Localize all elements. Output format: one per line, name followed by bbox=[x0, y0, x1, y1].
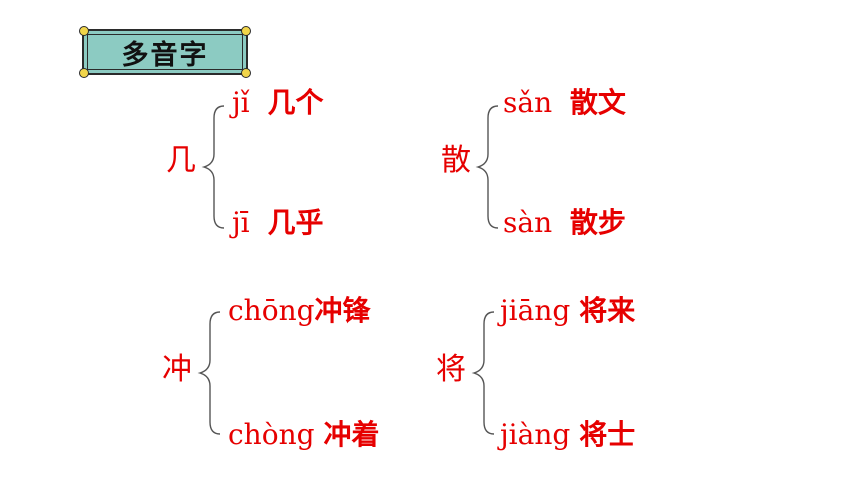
reading-entry: sǎn 散文 bbox=[503, 88, 626, 118]
example-word: 冲着 bbox=[323, 418, 380, 451]
polyphone-char: 几 bbox=[166, 143, 196, 178]
reading-entry: jiàng 将士 bbox=[500, 420, 635, 450]
brace-icon bbox=[471, 311, 495, 435]
reading-entry: jǐ 几个 bbox=[232, 88, 323, 118]
reading-entry: chòng 冲着 bbox=[228, 420, 379, 450]
example-word: 几乎 bbox=[267, 206, 324, 239]
example-word: 将士 bbox=[579, 418, 636, 451]
polyphone-char: 散 bbox=[441, 143, 471, 178]
pinyin-text: chōng bbox=[228, 294, 315, 327]
corner-dot-icon bbox=[241, 26, 251, 36]
example-word: 将来 bbox=[579, 294, 636, 327]
pinyin-text: sǎn bbox=[503, 86, 553, 119]
corner-dot-icon bbox=[79, 68, 89, 78]
brace-icon bbox=[201, 105, 225, 229]
pinyin-text: jǐ bbox=[232, 86, 250, 119]
pinyin-text: jiāng bbox=[500, 294, 571, 327]
reading-entry: jiāng 将来 bbox=[500, 296, 635, 326]
example-word: 冲锋 bbox=[314, 294, 371, 327]
page-title: 多音字 bbox=[121, 39, 209, 71]
reading-entry: jī 几乎 bbox=[232, 208, 323, 238]
corner-dot-icon bbox=[79, 26, 89, 36]
example-word: 几个 bbox=[267, 86, 324, 119]
brace-icon bbox=[475, 105, 499, 229]
corner-dot-icon bbox=[241, 68, 251, 78]
reading-entry: sàn 散步 bbox=[503, 208, 626, 238]
reading-entry: chōng冲锋 bbox=[228, 296, 371, 326]
pinyin-text: jī bbox=[232, 206, 250, 239]
brace-icon bbox=[197, 311, 221, 435]
pinyin-text: chòng bbox=[228, 418, 315, 451]
pinyin-text: jiàng bbox=[500, 418, 571, 451]
polyphone-char: 冲 bbox=[162, 352, 192, 387]
example-word: 散文 bbox=[569, 86, 626, 119]
example-word: 散步 bbox=[569, 206, 626, 239]
pinyin-text: sàn bbox=[503, 206, 553, 239]
title-banner: 多音字 bbox=[79, 26, 251, 78]
polyphone-char: 将 bbox=[436, 352, 466, 387]
